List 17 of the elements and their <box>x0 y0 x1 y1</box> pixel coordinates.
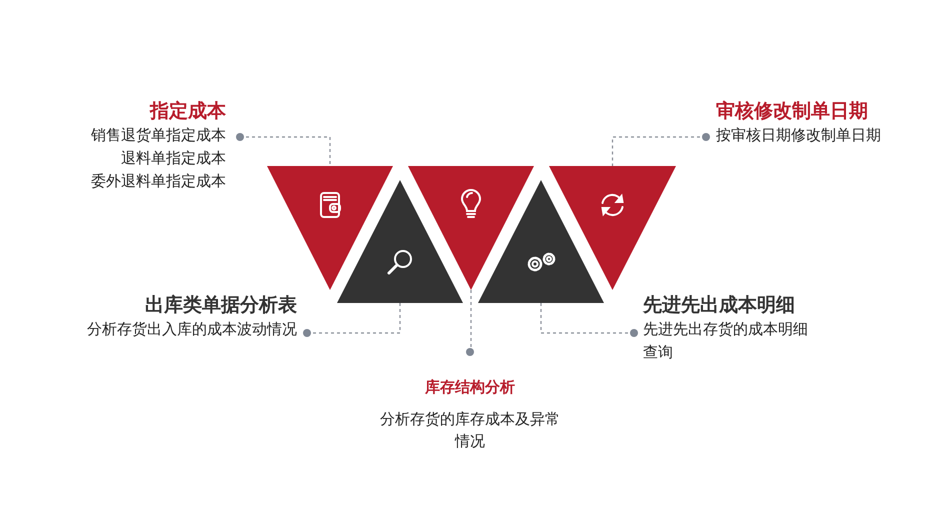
leader-line <box>303 303 401 337</box>
description: 按审核日期修改制单日期 <box>716 125 882 146</box>
leader-line <box>540 303 638 337</box>
description: 销售退货单指定成本 <box>90 125 226 146</box>
leader-line <box>466 290 474 356</box>
description: 分析存货出入库的成本波动情况 <box>86 319 297 340</box>
heading: 先进先出成本明细 <box>643 293 796 318</box>
description: 退料单指定成本 <box>120 148 226 169</box>
description: 委外退料单指定成本 <box>90 171 226 192</box>
description: 分析存货的库存成本及异常情况 <box>379 409 561 452</box>
leader-line <box>612 133 710 166</box>
heading: 审核修改制单日期 <box>716 99 869 124</box>
description: 先进先出存货的成本明细查询 <box>643 319 809 363</box>
heading: 库存结构分析 <box>424 377 516 398</box>
heading: 出库类单据分析表 <box>144 293 297 318</box>
heading: 指定成本 <box>148 99 226 124</box>
leader-line <box>236 133 331 166</box>
